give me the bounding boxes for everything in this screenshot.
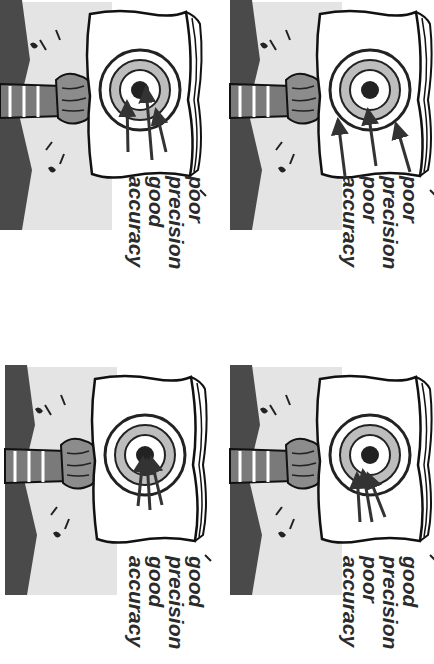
caption-label: poor precision good accuracy — [126, 176, 206, 288]
arrows — [127, 88, 410, 522]
caption-label: good precision good accuracy — [126, 556, 206, 664]
caption-label: good precision poor accuracy — [340, 556, 420, 664]
caption-label: poor precision poor accuracy — [340, 176, 420, 288]
